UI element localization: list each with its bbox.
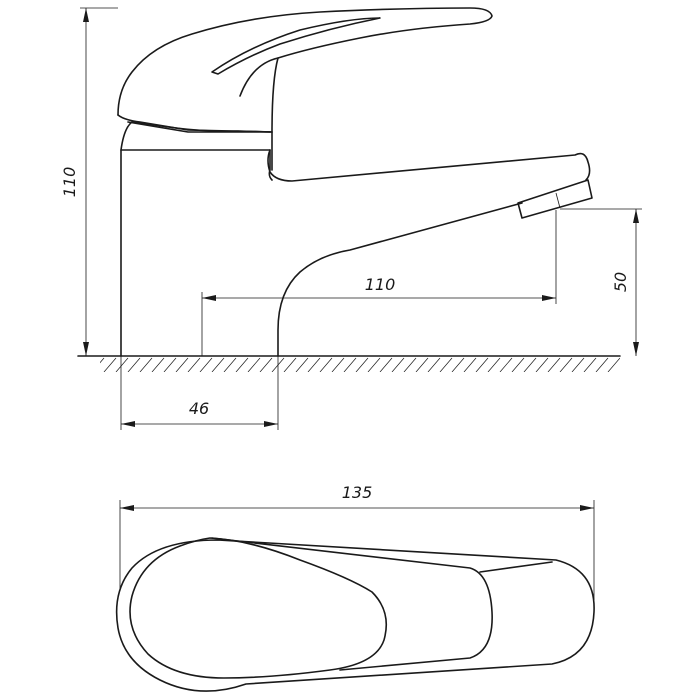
ground-hatch-stroke [247, 357, 261, 372]
dimension-label-spout-height: 50 [611, 272, 630, 292]
ground-hatch-stroke [295, 357, 309, 372]
ground-hatch-stroke [307, 357, 321, 372]
dimension-label-spout-reach: 110 [365, 275, 396, 294]
top-lever-upper-line [211, 537, 493, 671]
top-body-outline [115, 539, 595, 692]
ground-hatch-stroke [427, 357, 441, 372]
ground-hatch-stroke [103, 357, 117, 372]
ground-hatch-stroke [235, 357, 249, 372]
ground-hatch-stroke [343, 357, 357, 372]
ground-hatch-stroke [415, 357, 429, 372]
ground-hatch-stroke [127, 357, 141, 372]
ground-hatch-stroke [100, 357, 105, 364]
dimension-spout-height: 50 [560, 208, 642, 356]
ground-hatch-stroke [523, 357, 537, 372]
ground-hatch-stroke [559, 357, 573, 372]
handle-cap [120, 121, 273, 171]
lever-handle [117, 7, 493, 133]
lever-handle-lower [117, 114, 273, 133]
ground-hatch-stroke [379, 357, 393, 372]
ground-hatch-stroke [439, 357, 453, 372]
ground-hatch-stroke [487, 357, 501, 372]
ground-hatch-stroke [259, 357, 273, 372]
dimension-body-width: 46 [120, 356, 279, 430]
ground-hatch-stroke [475, 357, 489, 372]
ground-hatch-stroke [607, 357, 620, 372]
ground-hatch-stroke [211, 357, 225, 372]
faucet-body [120, 149, 273, 357]
dimension-label-body-width: 46 [189, 399, 209, 418]
ground-hatch-stroke [463, 357, 477, 372]
ground-hatch-stroke [499, 357, 513, 372]
ground-hatch-stroke [547, 357, 561, 372]
dimension-label-total-height: 110 [60, 167, 79, 198]
dimension-total-height: 110 [60, 7, 118, 356]
ground-hatch-stroke [283, 357, 297, 372]
ground-hatch-stroke [115, 357, 129, 372]
ground-hatching [100, 357, 620, 372]
ground-hatch-stroke [331, 357, 345, 372]
ground-hatch-stroke [139, 357, 153, 372]
lever-groove [211, 17, 381, 75]
ground-hatch-stroke [595, 357, 609, 372]
aerator [517, 179, 593, 219]
ground-hatch-stroke [163, 357, 177, 372]
ground-hatch-stroke [151, 357, 165, 372]
top-handle-lever [129, 537, 388, 679]
ground-hatch-stroke [535, 357, 549, 372]
ground-hatch-stroke [367, 357, 381, 372]
ground-hatch-stroke [451, 357, 465, 372]
dimension-spout-reach: 110 [201, 210, 557, 356]
top-view: 135 [115, 483, 595, 692]
ground-hatch-stroke [403, 357, 417, 372]
spout-upper-edge [267, 149, 591, 182]
ground-hatch-stroke [223, 357, 237, 372]
side-view: 110 110 50 46 [60, 7, 642, 430]
dimension-total-length: 135 [119, 483, 595, 600]
ground-hatch-stroke [583, 357, 597, 372]
lever-inner-curve [239, 57, 279, 97]
ground-hatch-stroke [571, 357, 585, 372]
ground-hatch-stroke [319, 357, 333, 372]
ground-hatch-stroke [187, 357, 201, 372]
top-spout-line [479, 561, 553, 573]
ground-hatch-stroke [199, 357, 213, 372]
aerator-edge [555, 192, 561, 209]
ground-hatch-stroke [175, 357, 189, 372]
ground-hatch-stroke [511, 357, 525, 372]
spout-base-curve [277, 202, 523, 357]
ground-hatch-stroke [391, 357, 405, 372]
ground-hatch-stroke [355, 357, 369, 372]
dimension-label-total-length: 135 [342, 483, 373, 502]
